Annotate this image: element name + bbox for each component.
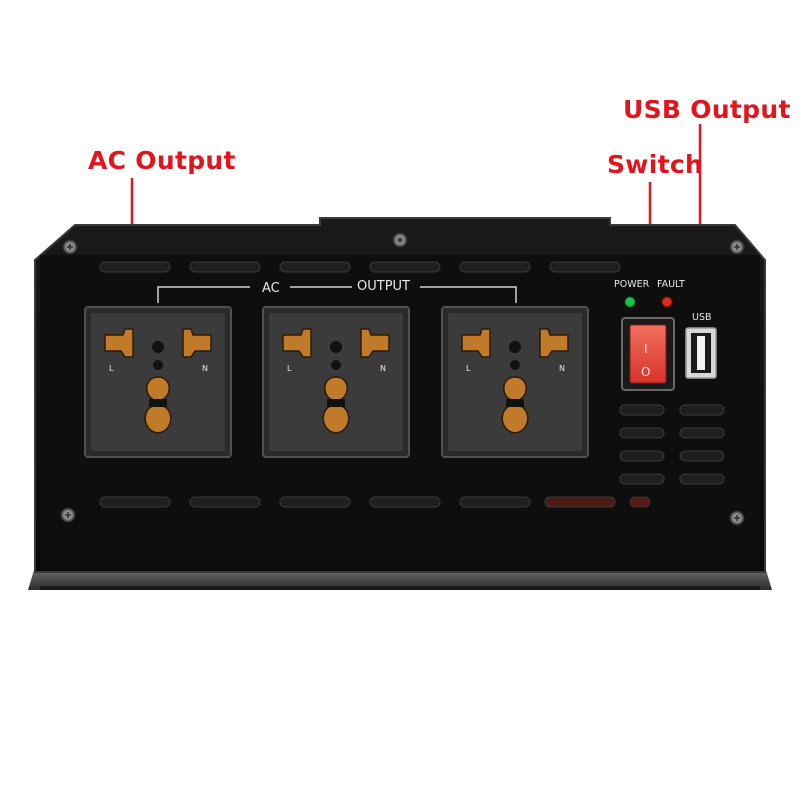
- switch-on-symbol: I: [644, 342, 648, 356]
- output-label: OUTPUT: [357, 279, 410, 294]
- callout-switch: Switch: [607, 150, 704, 179]
- ac-socket-2[interactable]: L N: [262, 306, 410, 458]
- switch-off-symbol: O: [641, 365, 650, 379]
- fault-led: [661, 296, 673, 308]
- ac-output-bracket-line: [157, 286, 517, 303]
- socket-2-live-label: L: [287, 364, 292, 373]
- screw-top-center: [392, 232, 408, 248]
- side-vents: [619, 404, 725, 485]
- socket-1-live-label: L: [109, 364, 114, 373]
- power-switch[interactable]: I O: [621, 317, 675, 391]
- callout-ac-output: AC Output: [88, 146, 236, 175]
- socket-3-neutral-label: N: [559, 364, 565, 373]
- fault-label: FAULT: [657, 279, 685, 290]
- top-vents: [99, 261, 621, 273]
- socket-1-neutral-label: N: [202, 364, 208, 373]
- screw-bottom-left: [60, 507, 76, 523]
- usb-label: USB: [692, 312, 712, 323]
- screw-top-right: [729, 239, 745, 255]
- screw-bottom-right: [729, 510, 745, 526]
- socket-2-neutral-label: N: [380, 364, 386, 373]
- mounting-bracket: [28, 570, 772, 590]
- ac-socket-1[interactable]: L N: [84, 306, 232, 458]
- usb-port[interactable]: [685, 327, 717, 379]
- socket-3-live-label: L: [466, 364, 471, 373]
- bottom-vents: [99, 496, 651, 508]
- power-led: [624, 296, 636, 308]
- screw-top-left: [62, 239, 78, 255]
- ac-label: AC: [262, 281, 280, 296]
- callout-usb-output: USB Output: [623, 95, 791, 124]
- power-label: POWER: [614, 279, 650, 290]
- ac-socket-3[interactable]: L N: [441, 306, 589, 458]
